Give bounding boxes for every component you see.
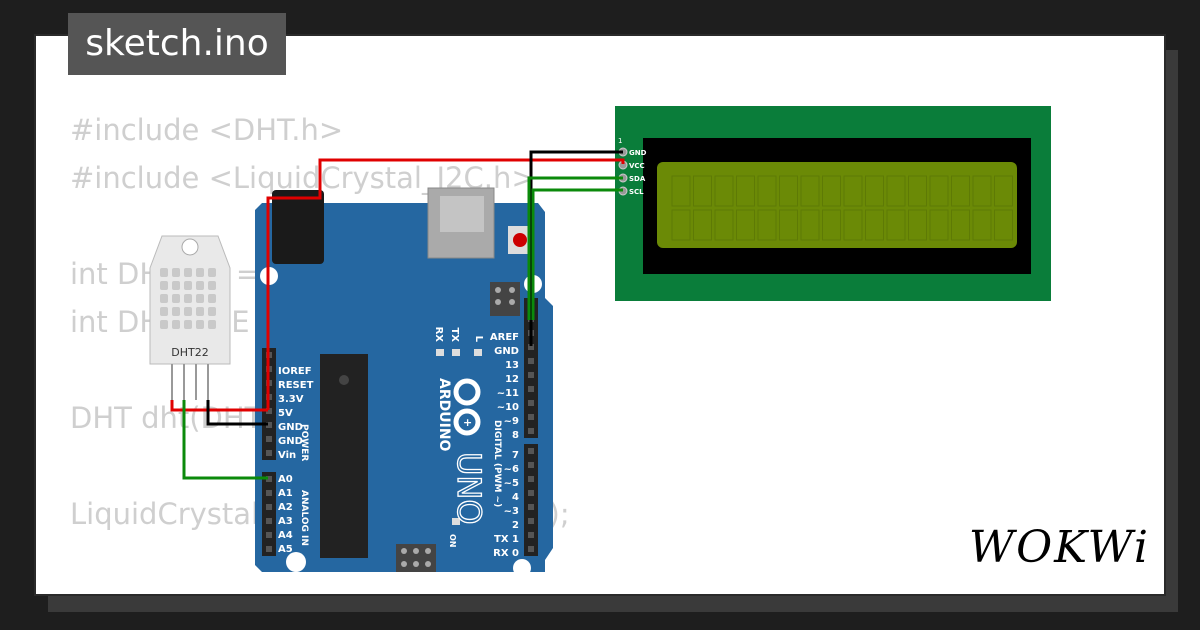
- dht22-sensor[interactable]: DHT22: [149, 235, 231, 400]
- lcd-pin-label: VCC: [629, 162, 645, 170]
- power-pin-label: RESET: [278, 380, 314, 391]
- lcd-pin-label: GND: [629, 149, 647, 157]
- led-label: RX: [433, 327, 444, 343]
- analog-pin-label: A3: [278, 516, 293, 527]
- led-label: TX: [449, 327, 460, 342]
- digital-pin-label: 4: [512, 492, 519, 503]
- power-pin-label: 5V: [278, 408, 293, 419]
- digital-pin-label: ~3: [504, 506, 519, 517]
- wire-gnd-lcd: [529, 150, 623, 346]
- digital-pin-label: 2: [512, 520, 519, 531]
- digital-pin-label: ~6: [504, 464, 519, 475]
- arduino-logo-icon: [453, 378, 481, 436]
- analog-pin-label: A5: [278, 544, 293, 555]
- digital-pin-label: ~5: [504, 478, 519, 489]
- power-pin-label: GND: [278, 436, 303, 447]
- led-label: L: [473, 336, 484, 343]
- wires: [170, 150, 625, 480]
- wire-sda: [527, 176, 623, 320]
- digital-pin-label: ~10: [497, 402, 519, 413]
- svg-text:+: +: [463, 416, 472, 429]
- lcd-pin-label: SDA: [629, 175, 646, 183]
- power-pin-label: IOREF: [278, 366, 312, 377]
- on-label: ON: [448, 534, 457, 548]
- arduino-brand: ARDUINO: [436, 378, 452, 452]
- digital-pin-label: ~9: [504, 416, 519, 427]
- power-pin-label: 3.3V: [278, 394, 304, 405]
- digital-pin-label: RX 0: [493, 548, 519, 559]
- analog-pin-label: A0: [278, 474, 293, 485]
- dht22-label: DHT22: [171, 346, 208, 359]
- arduino-uno[interactable]: RX TX L IOREF RESET 3.3V 5V GND GND Vin A0A1A2A3…: [255, 187, 553, 577]
- atmega-chip: [320, 354, 368, 558]
- power-jack: [272, 190, 324, 264]
- digital-label: DIGITAL (PWM ~): [492, 420, 502, 507]
- power-pin-label: GND: [278, 422, 303, 433]
- lcd-1602-i2c[interactable]: 1 GND VCC SDA SCL: [615, 106, 1051, 301]
- lcd-pin-label: SCL: [629, 188, 644, 196]
- digital-pin-label: TX 1: [494, 534, 519, 545]
- digital-pin-label: 8: [512, 430, 519, 441]
- digital-pin-label: 13: [505, 360, 519, 371]
- digital-pin-label: 12: [505, 374, 519, 385]
- analog-label: ANALOG IN: [299, 490, 309, 546]
- code-line: #include <LiquidCrystal_I2C.h>: [70, 161, 536, 195]
- wire-dht-data: [182, 400, 268, 480]
- lcd-pin-number: 1: [618, 137, 622, 145]
- wire-5v-lcd-vcc: [266, 158, 625, 410]
- analog-pin-label: A4: [278, 530, 293, 541]
- analog-pin-label: A1: [278, 488, 293, 499]
- wire-scl: [531, 188, 623, 320]
- digital-pin-label: AREF: [490, 332, 519, 343]
- digital-pin-label: GND: [494, 346, 519, 357]
- analog-pin-label: A2: [278, 502, 293, 513]
- uno-model: UNO: [450, 452, 488, 525]
- wokwi-wordmark: WOKWi: [968, 522, 1150, 573]
- digital-pin-label: ~11: [497, 388, 519, 399]
- power-label: POWER: [299, 424, 309, 461]
- digital-pin-label: 7: [512, 450, 519, 461]
- wire-dht-gnd: [206, 400, 268, 426]
- code-line: #include <DHT.h>: [70, 113, 344, 147]
- code-line: void setup() {: [70, 586, 570, 594]
- power-pin-label: Vin: [278, 450, 296, 461]
- sketch-title: sketch.ino: [68, 13, 286, 75]
- wire-dht-vcc: [170, 400, 268, 412]
